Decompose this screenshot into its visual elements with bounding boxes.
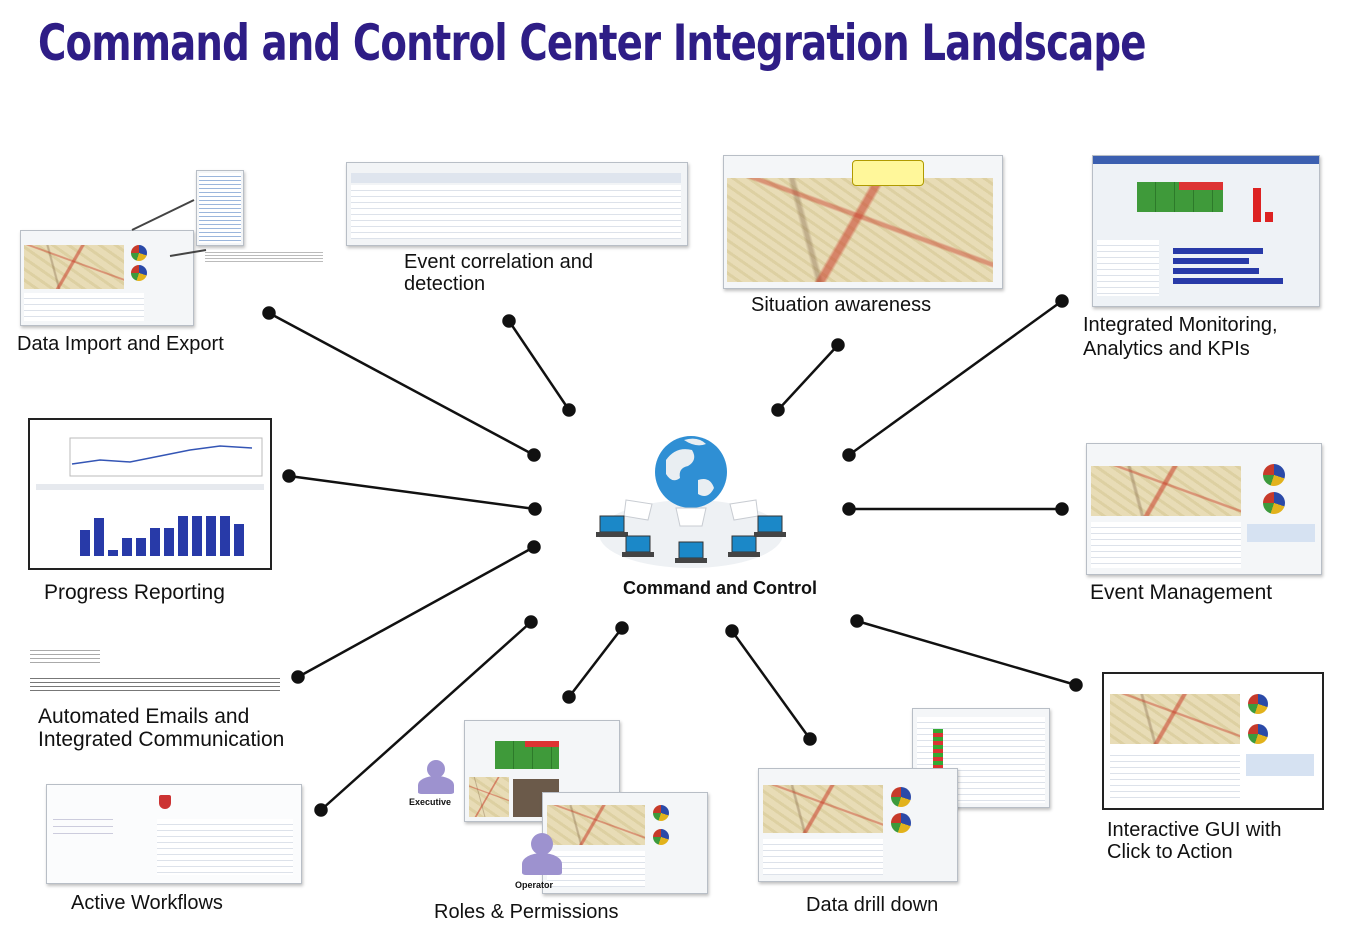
roles-permissions-label: Roles & Permissions [434, 901, 619, 923]
email-thumbnail [30, 645, 280, 697]
operator-role-label: Operator [515, 880, 554, 890]
automated-emails-label-line1: Automated Emails and [38, 705, 250, 728]
event-correlation-label-line1: Event correlation and [404, 251, 594, 273]
command-control-hub [596, 430, 786, 572]
executive-user-icon [418, 760, 454, 794]
event-correlation-thumbnail [346, 162, 688, 246]
data-import-thumbnail [20, 230, 194, 326]
interactive-gui-label-line1: Interactive GUI with [1107, 819, 1282, 841]
integrated-monitoring-label-line2: Analytics and KPIs [1083, 338, 1250, 360]
active-workflows-label: Active Workflows [71, 892, 223, 914]
progress-reporting-label: Progress Reporting [44, 581, 225, 604]
progress-report-thumbnail [28, 418, 272, 570]
integrated-monitoring-label-line1: Integrated Monitoring, [1083, 314, 1278, 336]
drill-overview-thumbnail [758, 768, 958, 882]
data-drill-down-label: Data drill down [806, 894, 939, 916]
operator-user-icon [522, 833, 562, 875]
situation-awareness-label: Situation awareness [751, 294, 932, 316]
event-management-label: Event Management [1090, 581, 1273, 604]
monitoring-dashboard-thumbnail [1092, 155, 1320, 307]
operator-dashboard-thumbnail [542, 792, 708, 894]
automated-emails-label-line2: Integrated Communication [38, 728, 285, 751]
globe-network-icon [596, 436, 786, 568]
executive-role-label: Executive [409, 797, 452, 807]
event-correlation-label-line2: detection [404, 273, 486, 295]
workflow-thumbnail [46, 784, 302, 884]
center-label: Command and Control [623, 578, 817, 598]
situation-awareness-thumbnail [723, 155, 1003, 289]
interactive-gui-label-line2: Click to Action [1107, 841, 1233, 863]
spreadsheet-thumbnail [196, 170, 244, 246]
page-title: Command and Control Center Integration L… [38, 14, 1146, 72]
text-export-thumbnail [205, 250, 323, 264]
event-management-thumbnail [1086, 443, 1322, 575]
interactive-gui-thumbnail [1102, 672, 1324, 810]
data-import-label: Data Import and Export [17, 333, 224, 355]
